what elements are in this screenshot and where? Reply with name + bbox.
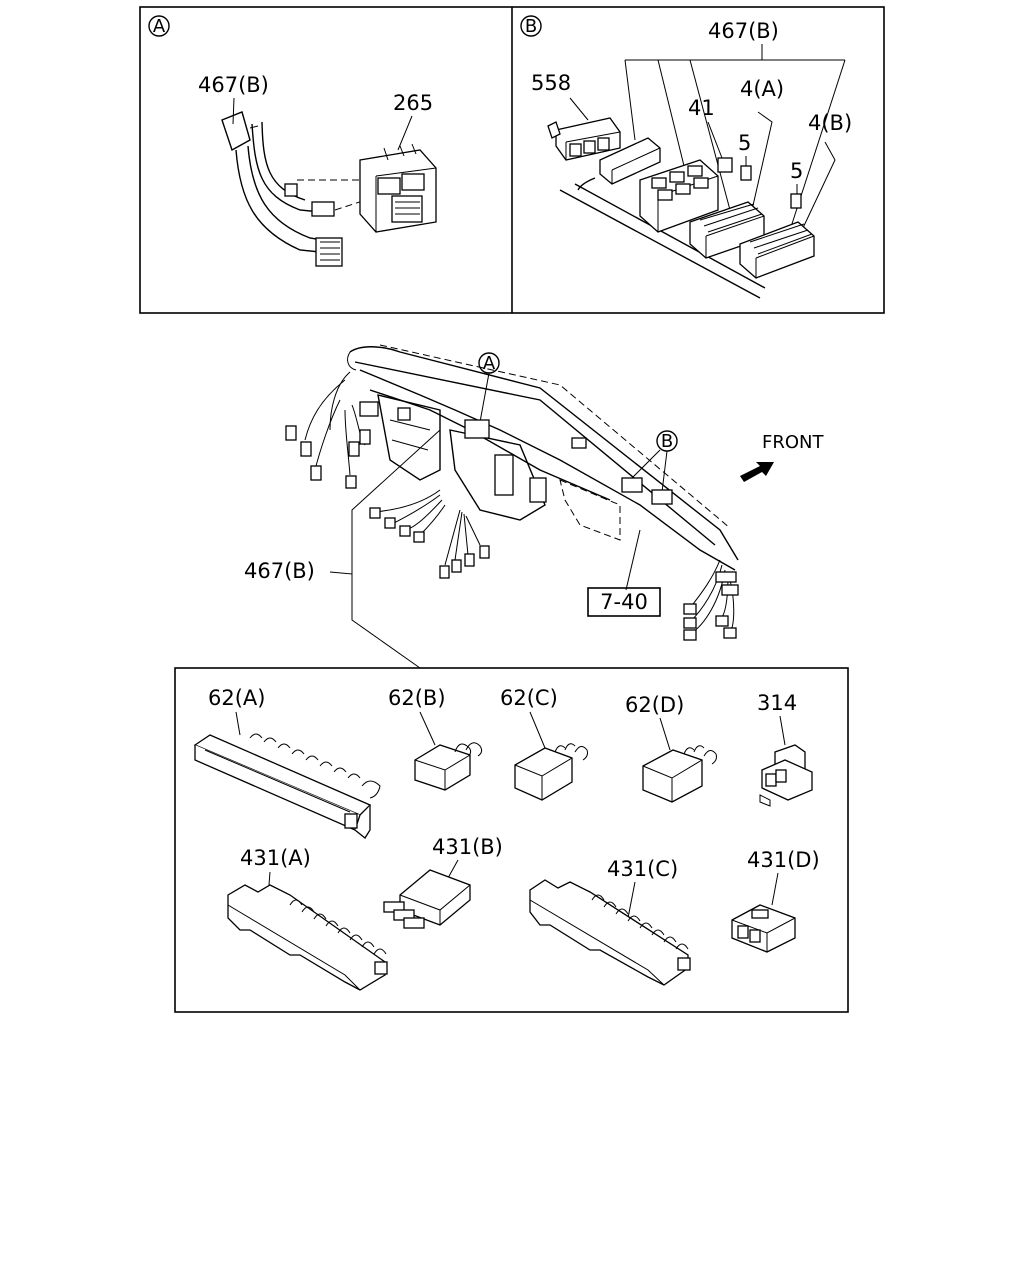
connector-62b: 62(B): [388, 686, 483, 791]
connector-431c: 431(C): [529, 857, 691, 986]
detail-b-5a-label: 5: [738, 131, 751, 155]
detail-b-part-41: [717, 157, 733, 173]
detail-b-fuse-box-41: [639, 159, 719, 233]
main-callout-b-text: B: [661, 431, 673, 452]
detail-b-41-label: 41: [688, 96, 715, 120]
right-branch-wires: [683, 559, 739, 641]
front-label: FRONT: [762, 432, 824, 453]
detail-a: A 467(B) 265: [148, 15, 437, 267]
detail-a-connector-label: 265: [393, 91, 433, 115]
main-callout-a-text: A: [483, 353, 496, 374]
detail-a-harness-label: 467(B): [198, 73, 269, 97]
connector-62c-label: 62(C): [500, 686, 558, 710]
connector-314-label: 314: [757, 691, 797, 715]
detail-a-connector-265: [359, 143, 437, 233]
instrument-panel-harness: [347, 344, 739, 571]
detail-b-block: [599, 137, 661, 185]
connector-314: 314: [757, 691, 813, 807]
connector-62a-label: 62(A): [208, 686, 265, 710]
main-harness-label: 467(B): [244, 559, 315, 583]
connector-431b: 431(B): [383, 835, 503, 929]
front-arrow-icon: [740, 462, 774, 482]
connector-62a: 62(A): [193, 686, 381, 839]
detail-b-relay-558: [547, 117, 621, 161]
lower-branch-wires: [369, 489, 490, 579]
connector-panel-frame: [174, 667, 849, 1013]
detail-a-harness: [221, 111, 323, 253]
connector-431a-label: 431(A): [240, 846, 311, 870]
connector-431a: 431(A): [227, 846, 388, 991]
detail-b-4a-label: 4(A): [740, 77, 784, 101]
connector-62b-label: 62(B): [388, 686, 446, 710]
detail-b-5b-label: 5: [790, 159, 803, 183]
main-assembly: A B FRONT: [244, 344, 824, 669]
detail-b-marker-text: B: [525, 16, 537, 37]
left-branch-wires: [285, 371, 371, 489]
detail-b-leaders: [569, 44, 846, 231]
detail-b-rail: [559, 177, 766, 299]
connector-431d-label: 431(D): [747, 848, 820, 872]
ref-box-frame: [587, 587, 661, 617]
detail-b-4b-label: 4(B): [808, 111, 852, 135]
connector-62d: 62(D): [625, 693, 717, 803]
connector-431d: 431(D): [731, 848, 820, 953]
connector-62d-label: 62(D): [625, 693, 684, 717]
detail-b: B 467(B) 558 41 4(A) 5 4(B) 5: [520, 15, 852, 299]
connector-62c: 62(C): [500, 686, 588, 801]
detail-b-relay-label: 558: [531, 71, 571, 95]
detail-a-small-connectors: [284, 183, 343, 267]
connector-431c-label: 431(C): [607, 857, 678, 881]
detail-a-marker: [148, 15, 170, 37]
detail-a-marker-text: A: [153, 16, 166, 37]
connector-431b-label: 431(B): [432, 835, 503, 859]
detail-b-marker: [520, 15, 542, 37]
detail-b-fuse-block-4b: [739, 193, 815, 279]
detail-b-harness-label: 467(B): [708, 19, 779, 43]
detail-panels-frame: [139, 6, 885, 314]
ref-box-label: 7-40: [600, 590, 648, 614]
